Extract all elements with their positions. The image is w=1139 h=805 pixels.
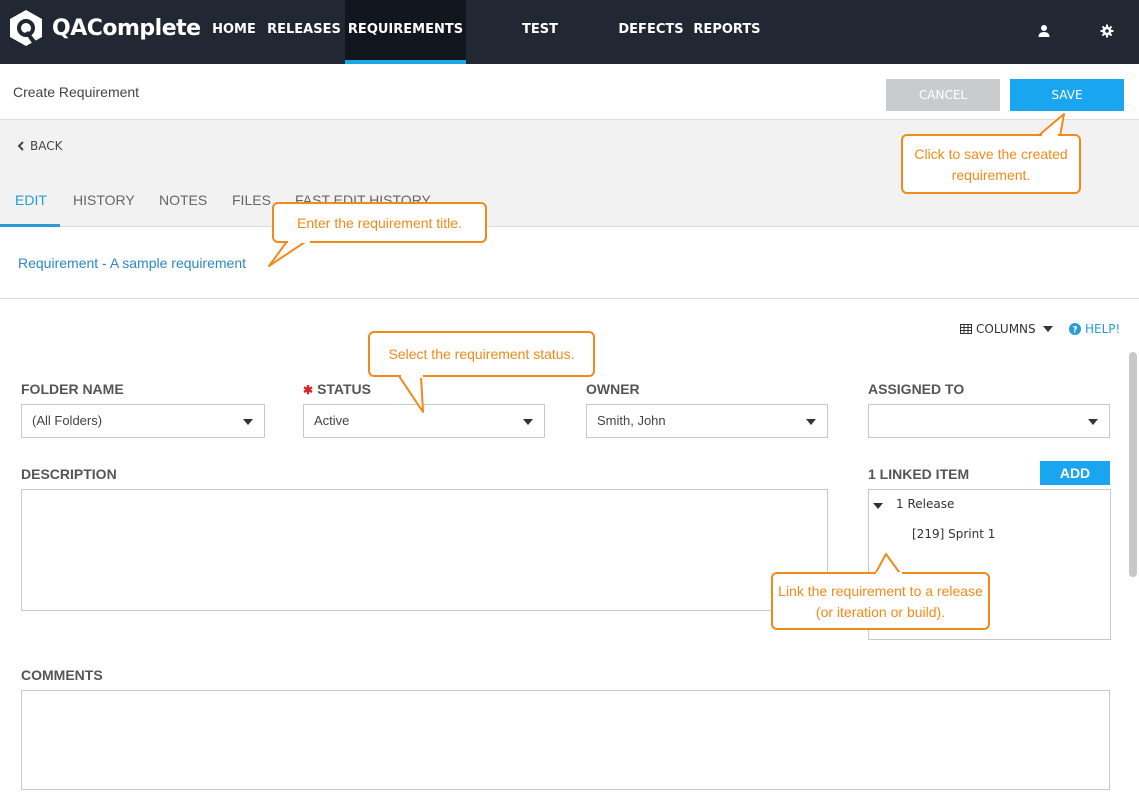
nav-home[interactable]: HOME — [212, 22, 256, 37]
requirement-title-link[interactable]: Requirement - A sample requirement — [18, 255, 246, 271]
nav-requirements[interactable]: REQUIREMENTS — [345, 0, 466, 64]
folder-name-value: (All Folders) — [32, 413, 103, 428]
question-circle-icon: ? — [1069, 323, 1081, 335]
owner-label: OWNER — [586, 381, 640, 397]
tab-notes[interactable]: NOTES — [159, 192, 208, 208]
chevron-down-icon — [1088, 419, 1098, 425]
folder-name-select[interactable]: (All Folders) — [21, 404, 265, 438]
callout-pointer-cover — [288, 238, 310, 243]
nav-reports[interactable]: REPORTS — [693, 22, 761, 37]
callout-pointer-cover — [1042, 134, 1058, 142]
app-logo[interactable]: QAComplete — [6, 8, 201, 48]
status-label-text: STATUS — [317, 381, 371, 397]
link-callout: Link the requirement to a release (or it… — [771, 572, 990, 630]
add-linked-item-button[interactable]: ADD — [1040, 461, 1110, 485]
tab-files[interactable]: FILES — [232, 192, 271, 208]
required-marker: ✱ — [303, 383, 314, 397]
nav-test-management[interactable]: TEST MANAGEMENT — [487, 22, 592, 97]
assigned-to-select[interactable] — [868, 404, 1110, 438]
top-nav: QAComplete HOME RELEASES REQUIREMENTS TE… — [0, 0, 1139, 97]
caret-down-icon — [1042, 326, 1053, 332]
section-divider — [0, 298, 1139, 299]
back-label: BACK — [30, 139, 63, 153]
linked-items-label: 1 LINKED ITEM — [868, 466, 970, 482]
status-value: Active — [314, 413, 350, 428]
description-textarea[interactable] — [21, 489, 828, 611]
description-label: DESCRIPTION — [21, 466, 117, 482]
page-header: Create Requirement CANCEL SAVE — [0, 64, 1139, 120]
tree-group-label: 1 Release — [896, 497, 955, 511]
columns-label: COLUMNS — [976, 322, 1036, 336]
active-tab-indicator — [0, 224, 60, 227]
comments-textarea[interactable] — [21, 690, 1110, 790]
columns-dropdown[interactable]: COLUMNS — [960, 322, 1053, 336]
callout-pointer-cover — [876, 572, 902, 578]
gear-icon[interactable] — [1098, 22, 1116, 40]
title-callout: Enter the requirement title. — [272, 202, 487, 243]
nav-defects[interactable]: DEFECTS — [618, 22, 684, 37]
save-callout: Click to save the created requirement. — [901, 134, 1081, 194]
qacomplete-logo-icon — [6, 8, 46, 48]
folder-name-label: FOLDER NAME — [21, 381, 124, 397]
nav-releases[interactable]: RELEASES — [267, 22, 341, 37]
status-label: ✱STATUS — [303, 381, 371, 397]
status-select[interactable]: Active — [303, 404, 545, 438]
user-icon[interactable] — [1035, 22, 1053, 40]
owner-value: Smith, John — [597, 413, 666, 428]
vertical-scrollbar[interactable] — [1129, 352, 1137, 577]
chevron-down-icon — [806, 419, 816, 425]
tree-item-sprint[interactable]: [219] Sprint 1 — [912, 527, 996, 541]
owner-select[interactable]: Smith, John — [586, 404, 828, 438]
app-name: QAComplete — [52, 15, 201, 41]
svg-text:?: ? — [1072, 326, 1077, 336]
chevron-down-icon — [243, 419, 253, 425]
tree-group-release[interactable]: 1 Release — [869, 490, 1109, 518]
status-callout: Select the requirement status. — [368, 331, 595, 377]
caret-down-icon — [873, 503, 883, 509]
assigned-to-label: ASSIGNED TO — [868, 381, 965, 397]
chevron-left-icon — [17, 141, 24, 151]
help-label: HELP! — [1085, 322, 1121, 336]
comments-label: COMMENTS — [21, 667, 103, 683]
cancel-button[interactable]: CANCEL — [886, 79, 1000, 111]
tab-edit[interactable]: EDIT — [15, 192, 47, 208]
tab-history[interactable]: HISTORY — [73, 192, 135, 208]
help-link[interactable]: ? HELP! — [1069, 322, 1120, 336]
page-title: Create Requirement — [13, 84, 140, 100]
back-link[interactable]: BACK — [16, 139, 62, 153]
callout-pointer-cover — [401, 373, 423, 378]
save-button[interactable]: SAVE — [1010, 79, 1124, 111]
table-icon — [960, 324, 972, 334]
chevron-down-icon — [523, 419, 533, 425]
